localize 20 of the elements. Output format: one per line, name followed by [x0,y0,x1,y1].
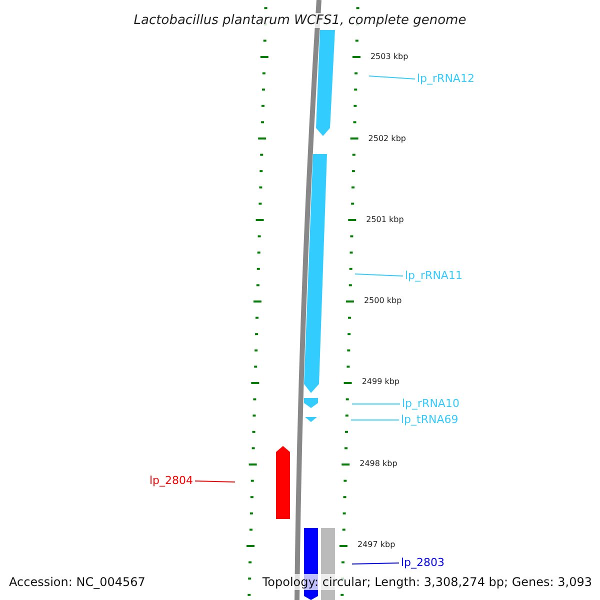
leader-line [352,562,400,564]
leader-line [194,480,236,482]
scale-label: 2499 kbp [362,377,400,387]
gene-label: lp_rRNA11 [405,269,462,282]
leader-line [368,76,416,80]
scale-label: 2501 kbp [366,215,404,225]
topology-note: Topology: circular; Length: 3,308,274 bp; Genes: 3,093 [262,574,592,590]
scale-label: 2502 kbp [368,134,406,144]
scale-label: 2500 kbp [364,296,402,306]
gene-label: lp_2804 [149,474,193,487]
gene-label: lp_rRNA12 [417,72,474,85]
gene-label: lp_2803 [401,556,445,569]
gene-label: lp_rRNA10 [402,397,460,410]
title: Lactobacillus plantarum WCFS1, complete genome [132,13,468,28]
scale-label: 2503 kbp [370,52,408,62]
gene-label: lp_tRNA69 [401,413,458,426]
leader-line [354,274,404,276]
scale-label: 2497 kbp [357,540,396,550]
scale-label: 2498 kbp [360,459,398,469]
accession-note: Accession: NC_004567 [9,574,146,590]
